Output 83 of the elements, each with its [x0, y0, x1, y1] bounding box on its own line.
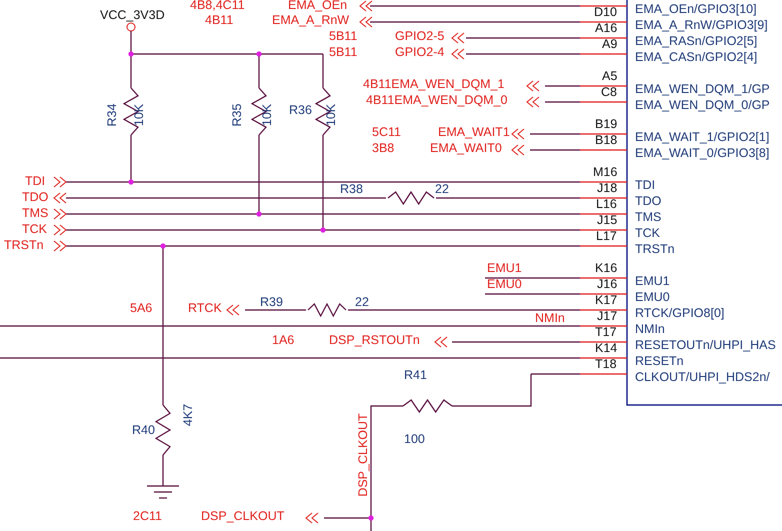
net-label: 5B11 [329, 45, 358, 59]
resistor-reference: R36 [289, 103, 312, 117]
pin-name: EMU0 [635, 290, 670, 304]
pin-number: J18 [597, 181, 618, 195]
pin-number: T18 [595, 357, 617, 371]
pin-number: B19 [595, 117, 618, 131]
pin-number: B18 [595, 133, 618, 147]
net-label: RTCK [188, 301, 222, 315]
pin-number: J17 [597, 309, 618, 323]
resistor-reference: R40 [132, 423, 155, 437]
pin-number: A16 [595, 21, 618, 35]
net-label: TMS [22, 206, 48, 220]
pin-name: RESETn [635, 354, 684, 368]
net-label: 1A6 [272, 333, 294, 347]
net-label: 3B8 [372, 141, 394, 155]
resistor-reference: R34 [105, 104, 119, 126]
pin-number: K16 [595, 261, 618, 275]
net-label: 4B11EMA_WEN_DQM_1 [363, 77, 504, 91]
pin-name: EMA_RASn/GPIO2[5] [635, 34, 758, 48]
pin-name: RTCK/GPIO8[0] [635, 306, 724, 320]
pin-name: EMA_OEn/GPIO3[10] [635, 2, 757, 16]
net-label: TCK [22, 222, 47, 236]
resistor-value: 100 [404, 432, 425, 446]
pin-name: TCK [635, 226, 660, 240]
pin-number: A9 [602, 37, 618, 51]
pin-name: TDI [635, 178, 656, 192]
resistor-value: 22 [355, 295, 369, 309]
pin-number: J16 [597, 277, 618, 291]
pin-name: EMA_WEN_DQM_1/GP [635, 82, 770, 96]
net-label: EMA_OEn [288, 0, 348, 12]
net-label: GPIO2-4 [395, 45, 444, 59]
net-label: EMA_A_RnW [272, 13, 350, 27]
net-label: TDO [22, 190, 48, 204]
resistor-value: 10K [324, 104, 338, 126]
pin-name: RESETOUTn/UHPI_HAS [635, 338, 776, 352]
pin-number: A5 [602, 69, 618, 83]
net-label: EMA_WAIT1 [438, 125, 510, 139]
pin-number: D10 [594, 5, 617, 19]
net-label: DSP_CLKOUT [356, 413, 370, 497]
net-label: 5A6 [130, 301, 152, 315]
pin-name: TRSTn [635, 242, 675, 256]
pin-name: TMS [635, 210, 662, 224]
resistor-value: 22 [435, 182, 449, 196]
net-label: 4B11 [205, 13, 234, 27]
net-label: TDI [25, 174, 46, 188]
resistor-reference: R35 [230, 104, 244, 126]
pin-number: C8 [601, 85, 617, 99]
net-label: 4B11EMA_WEN_DQM_0 [366, 93, 508, 107]
pin-number: K17 [595, 293, 618, 307]
resistor-reference: R38 [340, 182, 363, 196]
pin-name: EMA_WAIT_0/GPIO3[8] [635, 146, 770, 160]
net-label: 2C11 [133, 509, 162, 523]
resistor-value: 10K [132, 104, 146, 126]
power-net-label: VCC_3V3D [100, 8, 165, 22]
pin-name: TDO [635, 194, 662, 208]
net-label: EMU0 [487, 277, 522, 291]
net-label: GPIO2-5 [395, 29, 444, 43]
net-label: DSP_RSTOUTn [329, 333, 420, 347]
pin-number: K14 [595, 341, 618, 355]
net-label: EMA_WAIT0 [430, 141, 502, 155]
pin-name: EMA_CASn/GPIO2[4] [635, 50, 758, 64]
pin-name: EMA_WEN_DQM_0/GP [635, 98, 770, 112]
resistor-value: 10K [260, 104, 274, 126]
resistor-reference: R41 [404, 368, 427, 382]
net-label: TRSTn [4, 238, 44, 252]
net-label: DSP_CLKOUT [201, 509, 284, 523]
pin-number: T17 [595, 325, 617, 339]
pin-number: L16 [596, 197, 617, 211]
pin-name: CLKOUT/UHPI_HDS2n/ [635, 370, 770, 384]
net-label: 5C11 [372, 125, 401, 139]
net-label: 5B11 [329, 29, 358, 43]
resistor-reference: R39 [260, 295, 283, 309]
pin-name: NMIn [635, 322, 665, 336]
pin-number: L17 [596, 229, 617, 243]
pin-name: EMU1 [635, 274, 670, 288]
net-label: EMU1 [487, 261, 522, 275]
pin-number: M16 [593, 165, 618, 179]
pin-name: EMA_A_RnW/GPIO3[9] [635, 18, 768, 32]
net-label: 4B8,4C11 [190, 0, 245, 12]
resistor-value: 4K7 [181, 404, 195, 426]
pin-number: J15 [597, 213, 618, 227]
net-label: NMIn [535, 311, 565, 325]
pin-name: EMA_WAIT_1/GPIO2[1] [635, 130, 770, 144]
